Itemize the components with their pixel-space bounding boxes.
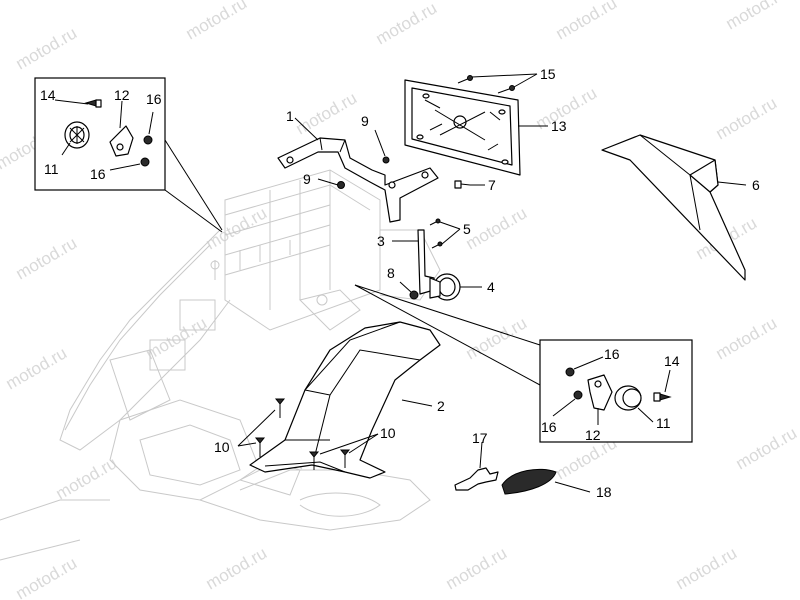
callout-16: 16: [90, 166, 106, 182]
callout-14: 14: [664, 353, 680, 369]
watermark: motod.ru: [183, 0, 251, 43]
watermark: motod.ru: [53, 453, 121, 503]
callout-17: 17: [472, 430, 488, 446]
watermark: motod.ru: [13, 23, 81, 73]
watermark: motod.ru: [3, 343, 71, 393]
callout-7: 7: [488, 177, 496, 193]
reflector-18[interactable]: [501, 468, 557, 495]
horn-4[interactable]: [429, 273, 461, 301]
callout-1: 1: [286, 108, 294, 124]
callout-12: 12: [585, 427, 601, 443]
callout-9: 9: [303, 171, 311, 187]
watermark: motod.ru: [553, 0, 621, 43]
watermark: motod.ru: [713, 93, 781, 143]
nut-icon[interactable]: [565, 367, 575, 377]
callout-11: 11: [656, 415, 671, 431]
callout-5: 5: [463, 221, 471, 237]
watermark: motod.ru: [443, 543, 511, 593]
callout-15: 15: [540, 66, 556, 82]
callout-11: 11: [44, 161, 59, 177]
detail-box-left: 14 12 16 11 16: [34, 77, 166, 191]
nut-icon[interactable]: [337, 181, 345, 189]
watermark: motod.ru: [203, 543, 271, 593]
nut-icon[interactable]: [140, 157, 150, 167]
watermark: motod.ru: [463, 203, 531, 253]
watermark: motod.ru: [13, 233, 81, 283]
callout-6: 6: [752, 177, 760, 193]
callout-4: 4: [487, 279, 495, 295]
callout-3: 3: [377, 233, 385, 249]
screws-5[interactable]: [429, 218, 443, 249]
nut-icon[interactable]: [143, 135, 153, 145]
detail-frame: [539, 339, 693, 443]
callout-12: 12: [114, 87, 130, 103]
callout-10: 10: [380, 425, 396, 441]
horn-bracket-icon[interactable]: [587, 374, 613, 411]
license-plate-holder[interactable]: [404, 79, 521, 176]
callout-16: 16: [604, 346, 620, 362]
rear-fender-2[interactable]: [249, 321, 441, 479]
detail-box-right: 16 14 16 12 11: [539, 339, 693, 443]
horn-icon[interactable]: [614, 385, 642, 411]
watermark: motod.ru: [713, 313, 781, 363]
callouts: 1 9 9 15 13 7 6 3 5 8 4 2 10 10 17 18: [214, 66, 760, 500]
nut-icon[interactable]: [573, 390, 583, 400]
horn-icon[interactable]: [64, 121, 90, 149]
watermark: motod.ru: [733, 423, 800, 473]
callout-2: 2: [437, 398, 445, 414]
watermark: motod.ru: [723, 0, 791, 33]
callout-10: 10: [214, 439, 230, 455]
clip-17[interactable]: [454, 467, 499, 491]
watermark: motod.ru: [293, 88, 361, 138]
nut-icon[interactable]: [382, 156, 390, 164]
bolt-7[interactable]: [454, 180, 471, 189]
callout-16: 16: [146, 91, 162, 107]
callout-16: 16: [541, 419, 557, 435]
horn-bracket-icon[interactable]: [109, 125, 134, 157]
watermark: motod.ru: [13, 553, 81, 600]
bolts-10[interactable]: [254, 398, 351, 470]
side-panel-6[interactable]: [601, 134, 746, 281]
detail-frame: [34, 77, 166, 191]
nut-icon[interactable]: [409, 290, 419, 300]
watermark: motod.ru: [373, 0, 441, 48]
screws-15[interactable]: [457, 73, 538, 94]
watermark: motod.ru: [673, 543, 741, 593]
ghost-frame: [0, 169, 441, 561]
detail-leaders: [164, 139, 541, 386]
callout-18: 18: [596, 484, 612, 500]
callout-14: 14: [40, 87, 56, 103]
callout-8: 8: [387, 265, 395, 281]
callout-13: 13: [551, 118, 567, 134]
callout-9: 9: [361, 113, 369, 129]
bracket-1[interactable]: [277, 137, 439, 223]
